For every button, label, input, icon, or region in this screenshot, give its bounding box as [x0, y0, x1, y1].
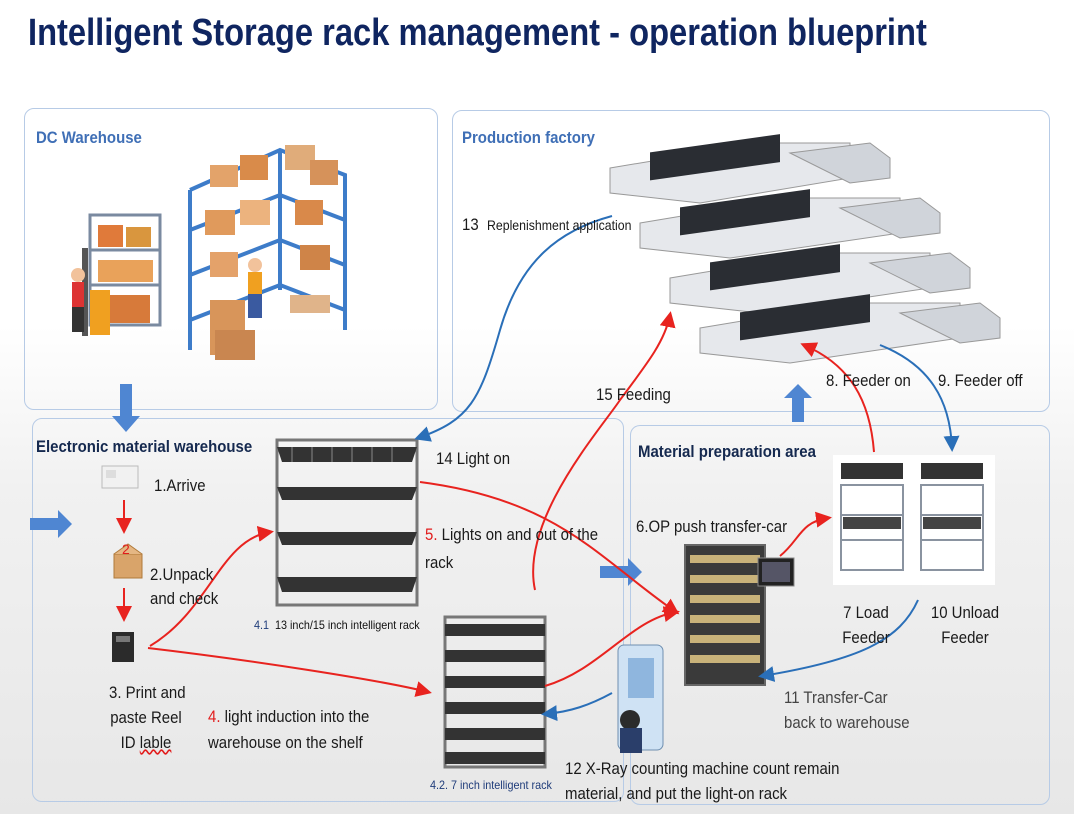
page-title: Intelligent Storage rack management - op… — [28, 12, 927, 54]
warehouse-illustration — [71, 145, 347, 360]
step-6-label: 6.OP push transfer-car — [636, 517, 788, 536]
step-2-label-line2: and check — [150, 589, 219, 608]
step-5-number: 5. — [425, 525, 438, 544]
xray-counting-machine — [617, 644, 664, 753]
step-4-label-line2: warehouse on the shelf — [208, 733, 363, 752]
dc-warehouse-panel — [24, 108, 438, 410]
step-4-number: 4. — [208, 707, 221, 726]
smt-production-lines — [609, 134, 1001, 364]
step-3-label-line2: paste Reel — [110, 708, 182, 727]
step-5-text: Lights on and out of the — [437, 525, 599, 544]
step-4-1-number: 4.1 — [254, 618, 270, 632]
step-5-label-line1: 5. Lights on and out of the — [425, 522, 598, 547]
step-14-label: 14 Light on — [436, 449, 511, 468]
step-9-label: 9. Feeder off — [938, 371, 1023, 390]
step-12-label-line1: 12 X-Ray counting machine count remain — [565, 759, 840, 778]
step-3-id-text: ID — [120, 733, 140, 752]
step-10-label-line1: 10 Unload — [930, 603, 1000, 622]
step-3-label-line1: 3. Print and — [109, 683, 186, 702]
step-4-text: light induction into the — [220, 707, 370, 726]
transfer-car — [684, 544, 795, 686]
production-factory-panel — [452, 110, 1050, 412]
svg-text:2: 2 — [122, 541, 130, 557]
step-4-1-text: 13 inch/15 inch intelligent rack — [275, 618, 420, 632]
material-prep-title: Material preparation area — [638, 442, 816, 461]
step-5-label-line2: rack — [425, 553, 454, 572]
intelligent-rack-13-15-inch — [275, 438, 419, 607]
step-4-1-label: 4.1 13 inch/15 inch intelligent rack — [254, 618, 420, 632]
step-13-label: 13 Replenishment application — [462, 212, 631, 238]
step-2-label-line1: 2.Unpack — [150, 565, 214, 584]
step-4-label-line1: 4. light induction into the — [208, 704, 369, 729]
electronic-warehouse-title: Electronic material warehouse — [36, 437, 253, 456]
feeder-carts — [833, 455, 995, 585]
arrive-package-icon — [101, 465, 139, 489]
label-printer-icon — [112, 632, 134, 662]
step-15-label: 15 Feeding — [596, 385, 671, 404]
step-3-label-line3: ID lable — [109, 730, 183, 755]
step-12-label-line2: material, and put the light-on rack — [565, 784, 788, 803]
step-4-2-label: 4.2. 7 inch intelligent rack — [430, 778, 552, 792]
production-factory-title: Production factory — [462, 128, 595, 147]
step-8-label: 8. Feeder on — [826, 371, 911, 390]
step-7-label-line1: 7 Load — [843, 603, 889, 622]
intelligent-rack-7-inch — [443, 615, 547, 769]
electronic-warehouse-panel — [32, 418, 624, 802]
step-10-label-line2: Feeder — [941, 628, 989, 647]
step-13-text: Replenishment application — [486, 217, 632, 233]
step-11-label-line1: 11 Transfer-Car — [784, 688, 888, 707]
step-11-label-line2: back to warehouse — [784, 713, 910, 732]
dc-warehouse-title: DC Warehouse — [36, 128, 142, 147]
step-7-label-line2: Feeder — [842, 628, 890, 647]
step-3-lable-text: lable — [139, 733, 172, 752]
material-prep-panel — [630, 425, 1050, 805]
step-1-label: 1.Arrive — [154, 476, 206, 495]
unpack-box-icon: 2 — [113, 541, 143, 579]
step-13-number: 13 — [462, 215, 479, 234]
